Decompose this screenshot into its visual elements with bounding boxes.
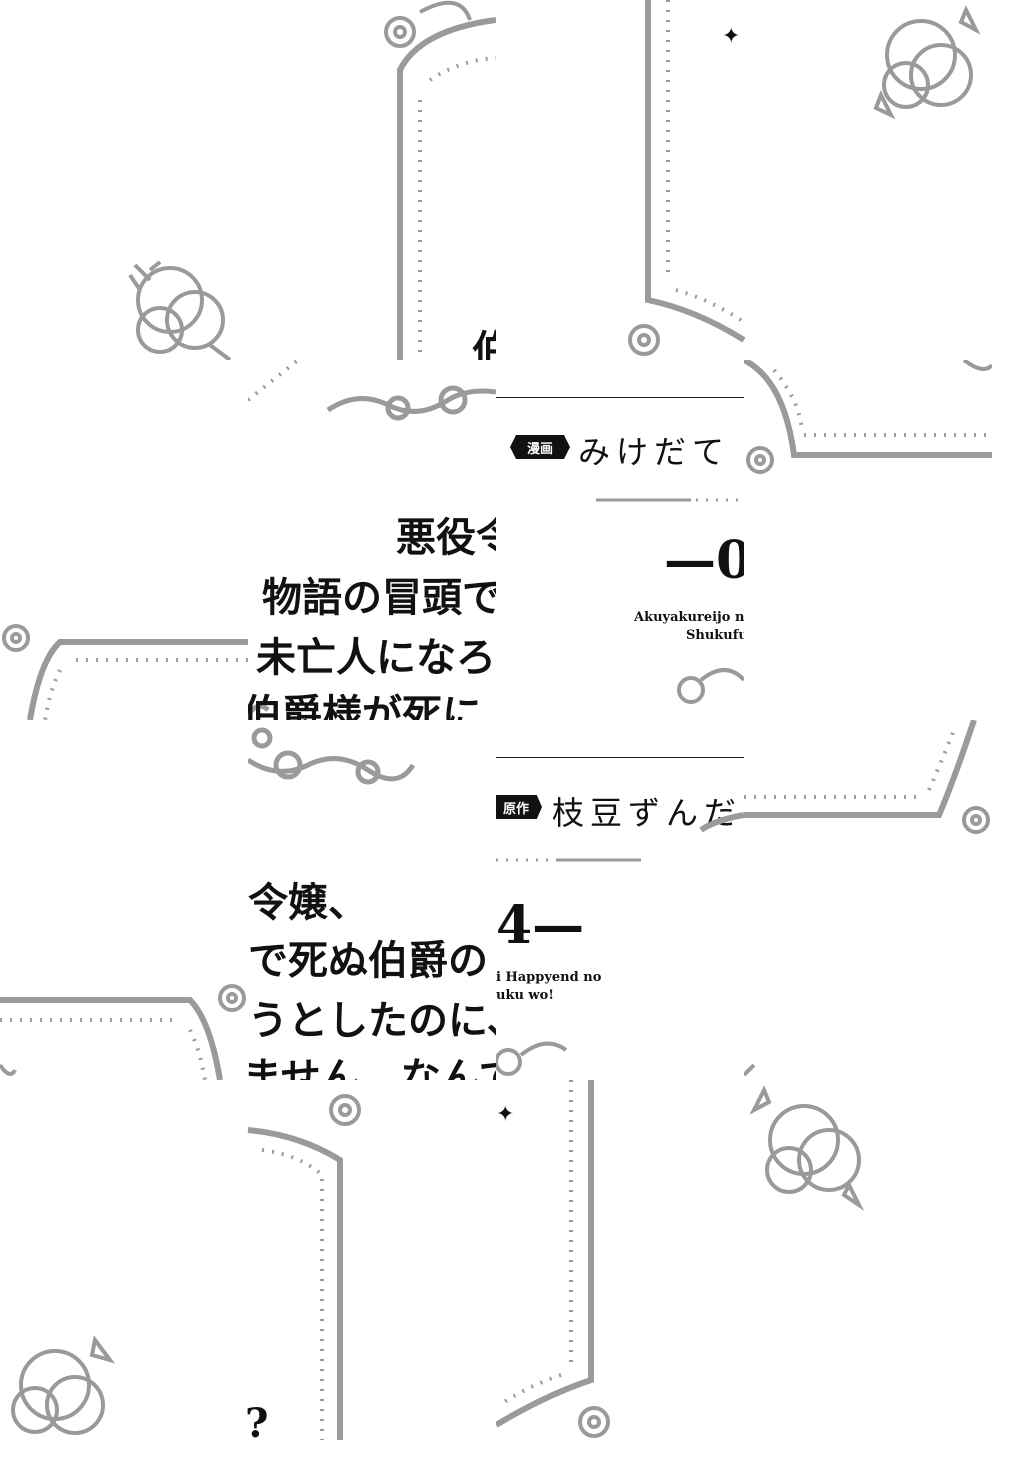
tile-bottom-left: ? xyxy=(0,1080,496,1440)
romaji-title-line-3: i Happyend no xyxy=(496,970,602,985)
tile-mid-lower-left: 令嬢、 で死ぬ伯爵の うとしたのに、 ません。なんで xyxy=(248,720,496,1080)
tile-bottom-center: ✦ xyxy=(496,1080,744,1440)
original-work-badge: 原作 xyxy=(496,795,542,819)
title-glyph-fragment: 伯 xyxy=(472,327,496,360)
title-line-5: 令嬢、 xyxy=(248,879,368,926)
frame-ornament xyxy=(128,0,496,360)
frame-ornament xyxy=(628,0,981,356)
title-line-7: うとしたのに、 xyxy=(248,997,496,1044)
title-line-3: 未亡人になろ xyxy=(256,634,496,681)
title-line-1: 悪役令 xyxy=(396,514,496,561)
tile-mid-left xyxy=(0,360,248,720)
frame-ornament xyxy=(744,360,992,474)
tile-mid-lower-right xyxy=(744,720,992,1080)
tile-lower-left xyxy=(0,720,248,1080)
frame-ornament xyxy=(496,1080,610,1438)
title-line-2: 物語の冒頭で xyxy=(262,574,496,621)
dotted-rule xyxy=(596,498,744,704)
star-icon: ✦ xyxy=(496,1102,515,1127)
dotted-rule xyxy=(496,858,641,1076)
title-question-mark: ? xyxy=(245,1400,269,1440)
title-line-4: 伯爵様が死に xyxy=(248,691,482,720)
manga-artist: みけだて xyxy=(578,433,731,471)
flourish-icon xyxy=(749,1085,865,1211)
flourish-icon xyxy=(873,5,981,120)
frame-ornament xyxy=(2,624,248,720)
tile-top-left: 伯 xyxy=(0,0,496,360)
scroll-ornament xyxy=(248,360,496,717)
manga-badge: 漫画 xyxy=(510,435,570,459)
frame-ornament xyxy=(0,984,246,1080)
star-icon: ✦ xyxy=(722,24,741,49)
volume-number-suffix: 4— xyxy=(496,895,585,956)
frame-ornament xyxy=(11,1094,361,1440)
tile-bottom-right xyxy=(744,1080,992,1440)
title-line-8: ません。なんで xyxy=(248,1054,496,1080)
romaji-title-line-2: Shukufu xyxy=(686,628,744,643)
tile-top-right: ✦ xyxy=(496,0,992,360)
tile-mid-upper-right xyxy=(744,360,992,720)
divider-line xyxy=(496,397,744,398)
romaji-title-line-4: uku wo! xyxy=(496,988,555,1003)
tile-lower-center: 4— i Happyend no uku wo! xyxy=(496,840,744,1080)
scroll-ornament xyxy=(248,727,416,785)
flourish-icon xyxy=(128,260,232,360)
romaji-title-line-1: Akuyakureijo n xyxy=(634,610,744,625)
title-line-6: で死ぬ伯爵の xyxy=(248,937,488,984)
tile-mid-upper-center: 漫画 みけだて —0 Akuyakureijo n Shukufu xyxy=(496,360,744,720)
frame-ornament xyxy=(699,812,744,833)
divider-line xyxy=(496,757,744,758)
volume-number: —0 xyxy=(664,530,744,591)
frame-ornament xyxy=(744,720,990,1077)
tile-mid-upper-left: 悪役令 物語の冒頭で 未亡人になろ 伯爵様が死に xyxy=(248,360,496,720)
flourish-icon xyxy=(11,1335,116,1435)
